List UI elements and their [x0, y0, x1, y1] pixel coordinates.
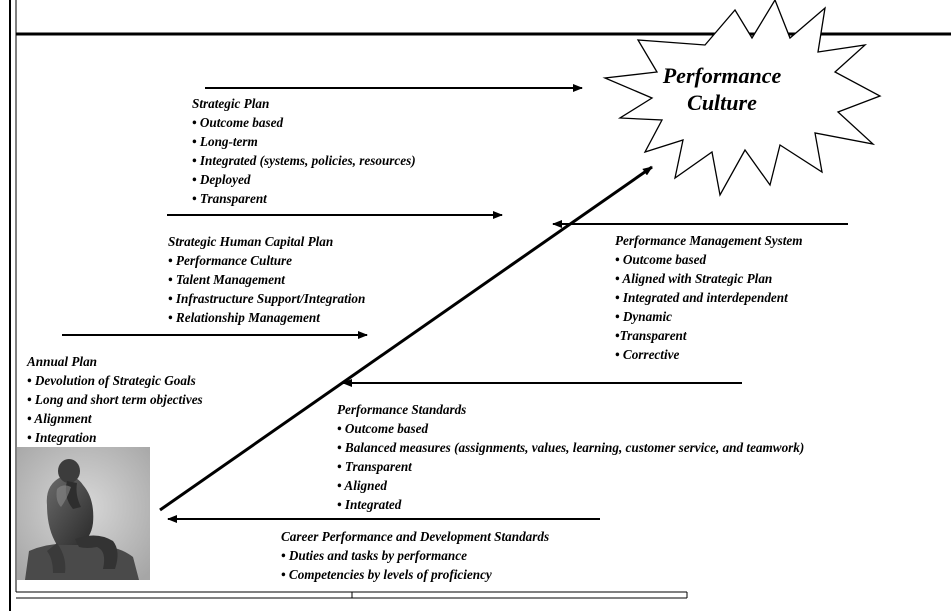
list-item: • Relationship Management [168, 310, 320, 325]
strategic-plan-block: Strategic Plan • Outcome based • Long-te… [192, 94, 416, 208]
list-item: • Integrated and interdependent [615, 290, 788, 305]
list-item: • Outcome based [615, 252, 707, 267]
list-item: • Competencies by levels of proficiency [281, 567, 492, 582]
list-item: • Duties and tasks by performance [281, 548, 467, 563]
performance-standards-block: Performance Standards • Outcome based • … [337, 400, 804, 514]
list-item: • Integrated [337, 497, 402, 512]
list-item: • Corrective [615, 347, 680, 362]
list-item: • Infrastructure Support/Integration [168, 291, 366, 306]
list-item: • Long-term [192, 134, 258, 149]
block-heading: Performance Standards [337, 402, 467, 417]
list-item: • Transparent [337, 459, 412, 474]
thinker-statue-image [17, 447, 150, 580]
annual-plan-block: Annual Plan • Devolution of Strategic Go… [27, 352, 203, 447]
list-item: • Aligned with Strategic Plan [615, 271, 773, 286]
list-item: • Integration [27, 430, 97, 445]
list-item: • Aligned [337, 478, 387, 493]
list-item: • Transparent [192, 191, 267, 206]
block-heading: Performance Management System [615, 233, 803, 248]
list-item: • Deployed [192, 172, 251, 187]
list-item: • Performance Culture [168, 253, 293, 268]
career-standards-block: Career Performance and Development Stand… [281, 527, 549, 584]
list-item: • Integrated (systems, policies, resourc… [192, 153, 416, 168]
list-item: • Devolution of Strategic Goals [27, 373, 196, 388]
list-item: • Talent Management [168, 272, 285, 287]
performance-culture-starburst [602, 0, 882, 197]
list-item: • Balanced measures (assignments, values… [337, 440, 805, 455]
list-item: • Outcome based [192, 115, 284, 130]
performance-culture-title: Performance Culture [662, 63, 782, 115]
performance-management-system-block: Performance Management System • Outcome … [615, 231, 803, 364]
list-item: • Outcome based [337, 421, 429, 436]
list-item: • Dynamic [615, 309, 672, 324]
block-heading: Strategic Human Capital Plan [168, 234, 334, 249]
block-heading: Strategic Plan [192, 96, 270, 111]
list-item: • Long and short term objectives [27, 392, 203, 407]
list-item: • Alignment [27, 411, 92, 426]
list-item: •Transparent [615, 328, 687, 343]
block-heading: Annual Plan [27, 354, 98, 369]
human-capital-block: Strategic Human Capital Plan • Performan… [168, 232, 365, 327]
block-heading: Career Performance and Development Stand… [281, 529, 550, 544]
